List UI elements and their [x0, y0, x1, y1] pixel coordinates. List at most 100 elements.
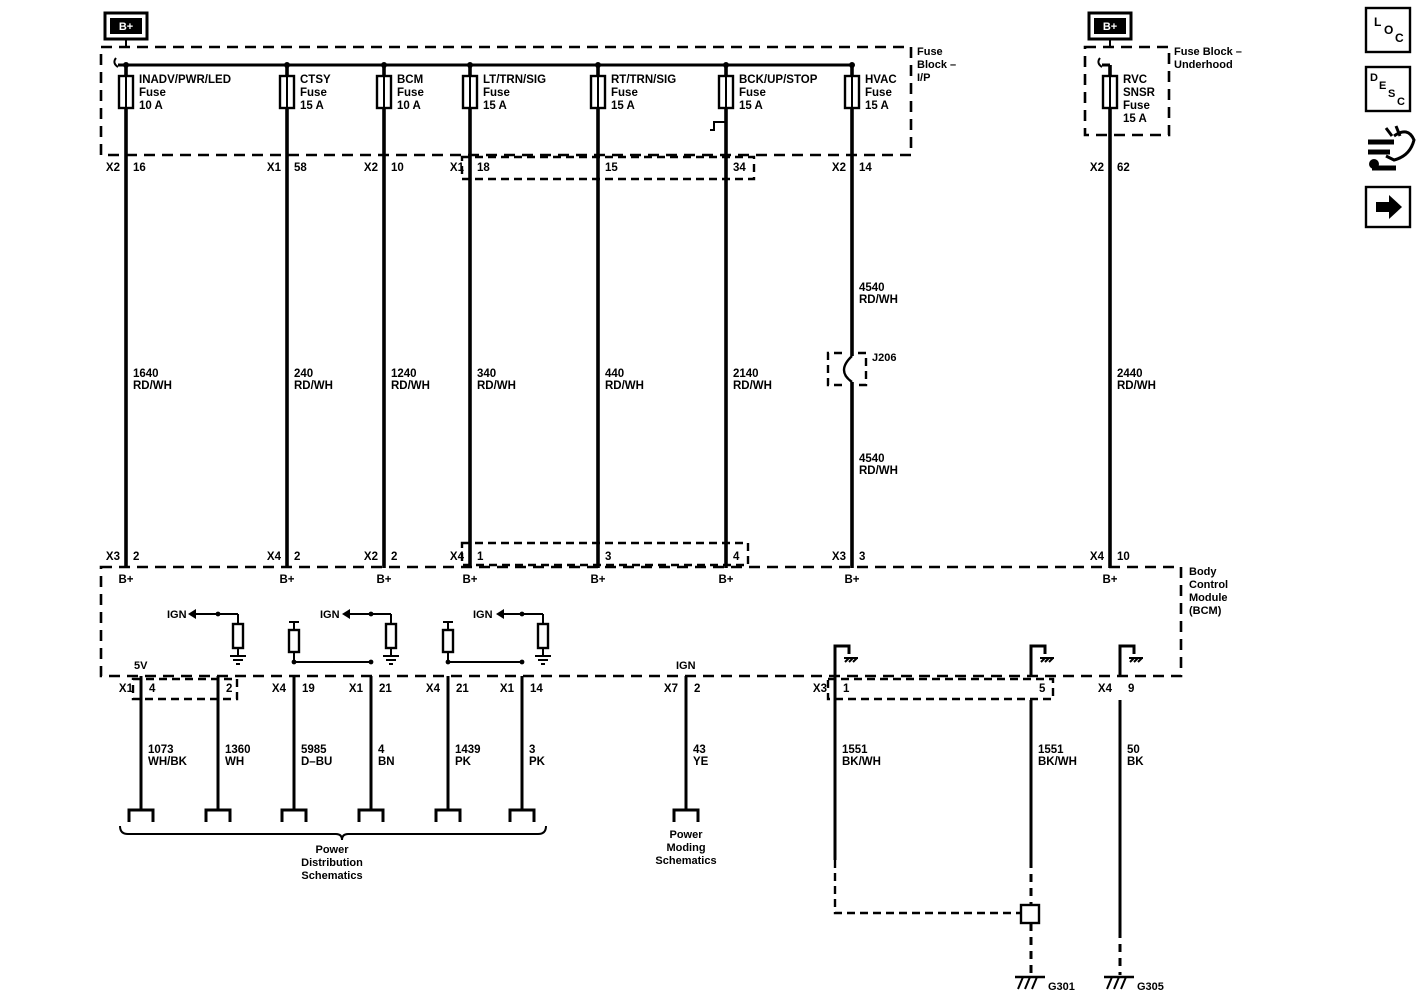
pin-label: 19 — [302, 683, 315, 695]
circuit-number-label: 1439 — [455, 744, 481, 756]
ign-label: IGN — [320, 609, 340, 621]
connector-label: X7 — [664, 683, 678, 695]
resistor-icon — [441, 628, 455, 654]
fuse-label: Fuse — [1123, 100, 1150, 112]
svg-text:RD/WH: RD/WH — [859, 294, 898, 306]
fuse-block-underhood-outline — [1083, 45, 1171, 137]
bcm-pin-function-label: B+ — [1102, 574, 1117, 586]
next-page-button[interactable] — [1364, 185, 1412, 229]
pin-label: 21 — [379, 683, 392, 695]
pin-label: 34 — [733, 162, 746, 174]
pin-label: 9 — [1128, 683, 1134, 695]
fuse-label: Fuse — [865, 87, 892, 99]
location-button[interactable]: L O C — [1364, 6, 1412, 54]
pin-label: 18 — [477, 162, 490, 174]
wire-color-label: RD/WH — [733, 380, 772, 392]
connector-label: X2 — [832, 162, 846, 174]
connector-label: X2 — [364, 551, 378, 563]
circuit-number-label: 1640 — [133, 368, 159, 380]
fuse-label: Fuse — [739, 87, 766, 99]
loc-icon: L O C — [1374, 15, 1404, 45]
connector-label: X4 — [1098, 683, 1113, 695]
bcm-outline — [99, 565, 1183, 678]
pin-label: 2 — [133, 551, 139, 563]
fuse-label: Fuse — [300, 87, 327, 99]
pin-label: 4 — [733, 551, 740, 563]
wire-color-label: PK — [529, 756, 546, 768]
bcm-pin-function-label: B+ — [376, 574, 391, 586]
pin-label: 10 — [1117, 551, 1130, 563]
circuit-number-label: 43 — [693, 744, 706, 756]
connector-label: X3 — [106, 551, 120, 563]
connector-label: X4 — [450, 551, 465, 563]
svg-text:Moding: Moding — [666, 842, 705, 854]
fuse-label: LT/TRN/SIG — [483, 74, 546, 86]
fuse-label: HVAC — [865, 74, 897, 86]
ign-arrow-icon — [496, 609, 504, 619]
svg-text:Module: Module — [1189, 592, 1228, 604]
circuit-number-label: 2440 — [1117, 368, 1143, 380]
fuse-label: 15 A — [739, 100, 763, 112]
fuse-label: SNSR — [1123, 87, 1156, 99]
svg-text:C: C — [1395, 31, 1404, 45]
connector-label: X2 — [364, 162, 378, 174]
fuse-block-ip-label: Fuse Block – I/P — [917, 46, 956, 84]
svg-text:E: E — [1379, 80, 1386, 92]
pin-label: 10 — [391, 162, 404, 174]
bcm-pin-function-label: B+ — [844, 574, 859, 586]
svg-text:I/P: I/P — [917, 72, 930, 84]
fuse-label: CTSY — [300, 74, 331, 86]
wire-color-label: WH/BK — [148, 756, 188, 768]
ground-splice-g301: G301 — [833, 700, 1075, 993]
fuse-label: Fuse — [139, 87, 166, 99]
switch-icon — [710, 121, 726, 131]
connector-button[interactable] — [1368, 125, 1416, 171]
circuit-number-label: 1073 — [148, 744, 174, 756]
pin-label: 16 — [133, 162, 146, 174]
battery-positive-label-ip: B+ — [103, 11, 149, 41]
bcm-label: Body Control Module (BCM) — [1189, 566, 1228, 617]
splice-wire-labels: 4540 RD/WH 4540 RD/WH — [859, 282, 898, 477]
connector-stub-icon — [357, 808, 385, 822]
connector-label: X1 — [349, 683, 364, 695]
connector-label: X1 — [119, 683, 134, 695]
svg-text:(BCM): (BCM) — [1189, 605, 1222, 617]
circuit-number-label: 3 — [529, 744, 535, 756]
pin-label: 14 — [530, 683, 543, 695]
pin-label: 5 — [1039, 683, 1046, 695]
connector-label: X1 — [267, 162, 282, 174]
fuse-label: RT/TRN/SIG — [611, 74, 676, 86]
battery-positive-label-underhood: B+ — [1087, 11, 1133, 41]
description-button[interactable]: D E S C — [1364, 65, 1412, 113]
svg-text:Underhood: Underhood — [1174, 59, 1233, 71]
connector-label: X4 — [426, 683, 441, 695]
wire-color-label: BK/WH — [842, 756, 881, 768]
svg-text:RD/WH: RD/WH — [859, 465, 898, 477]
connector-shell-x1-top — [460, 155, 756, 181]
circuit-number-label: 1551 — [1038, 744, 1064, 756]
pin-label: 14 — [859, 162, 872, 174]
pin-label: 2 — [226, 683, 232, 695]
power-distribution-bracket: Power Distribution Schematics — [119, 825, 547, 882]
pin-label: 62 — [1117, 162, 1130, 174]
circuit-number-label: 5985 — [301, 744, 327, 756]
svg-text:Body: Body — [1189, 566, 1217, 578]
circuit-number-label: 240 — [294, 368, 313, 380]
ign-label: IGN — [473, 609, 493, 621]
wire-color-label: RD/WH — [477, 380, 516, 392]
resistor-icon — [384, 622, 398, 650]
fuse-label: 15 A — [611, 100, 635, 112]
svg-text:C: C — [1397, 96, 1405, 108]
circuit-number-label: 4 — [378, 744, 385, 756]
resistor-icon — [287, 628, 301, 654]
